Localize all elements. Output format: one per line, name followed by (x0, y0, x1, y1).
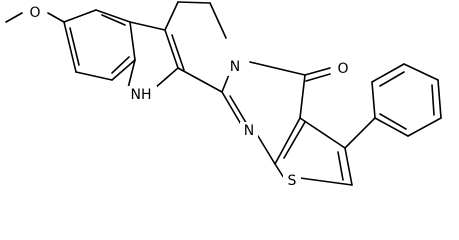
indole-pyrrole-ring (127, 21, 185, 89)
bridgehead-nitrogen-label: N (230, 59, 240, 75)
indole-benzene-ring (63, 9, 136, 81)
thiophene-sulfur-label: S (288, 173, 297, 189)
pyrimidinone-ring (221, 61, 331, 165)
carbonyl-oxygen-label: O (337, 61, 348, 77)
thiophene-ring (274, 117, 353, 186)
methoxy-group (5, 12, 65, 23)
molecule-structure-diagram: O NH N N O S (5, 1, 442, 190)
pyrimidine-nitrogen-label: N (244, 123, 254, 139)
indole-nh-label: NH (131, 87, 152, 103)
phenyl-ring (344, 63, 442, 149)
tetrahydropyridine-ring (164, 1, 231, 93)
methoxy-oxygen-label: O (29, 5, 40, 21)
